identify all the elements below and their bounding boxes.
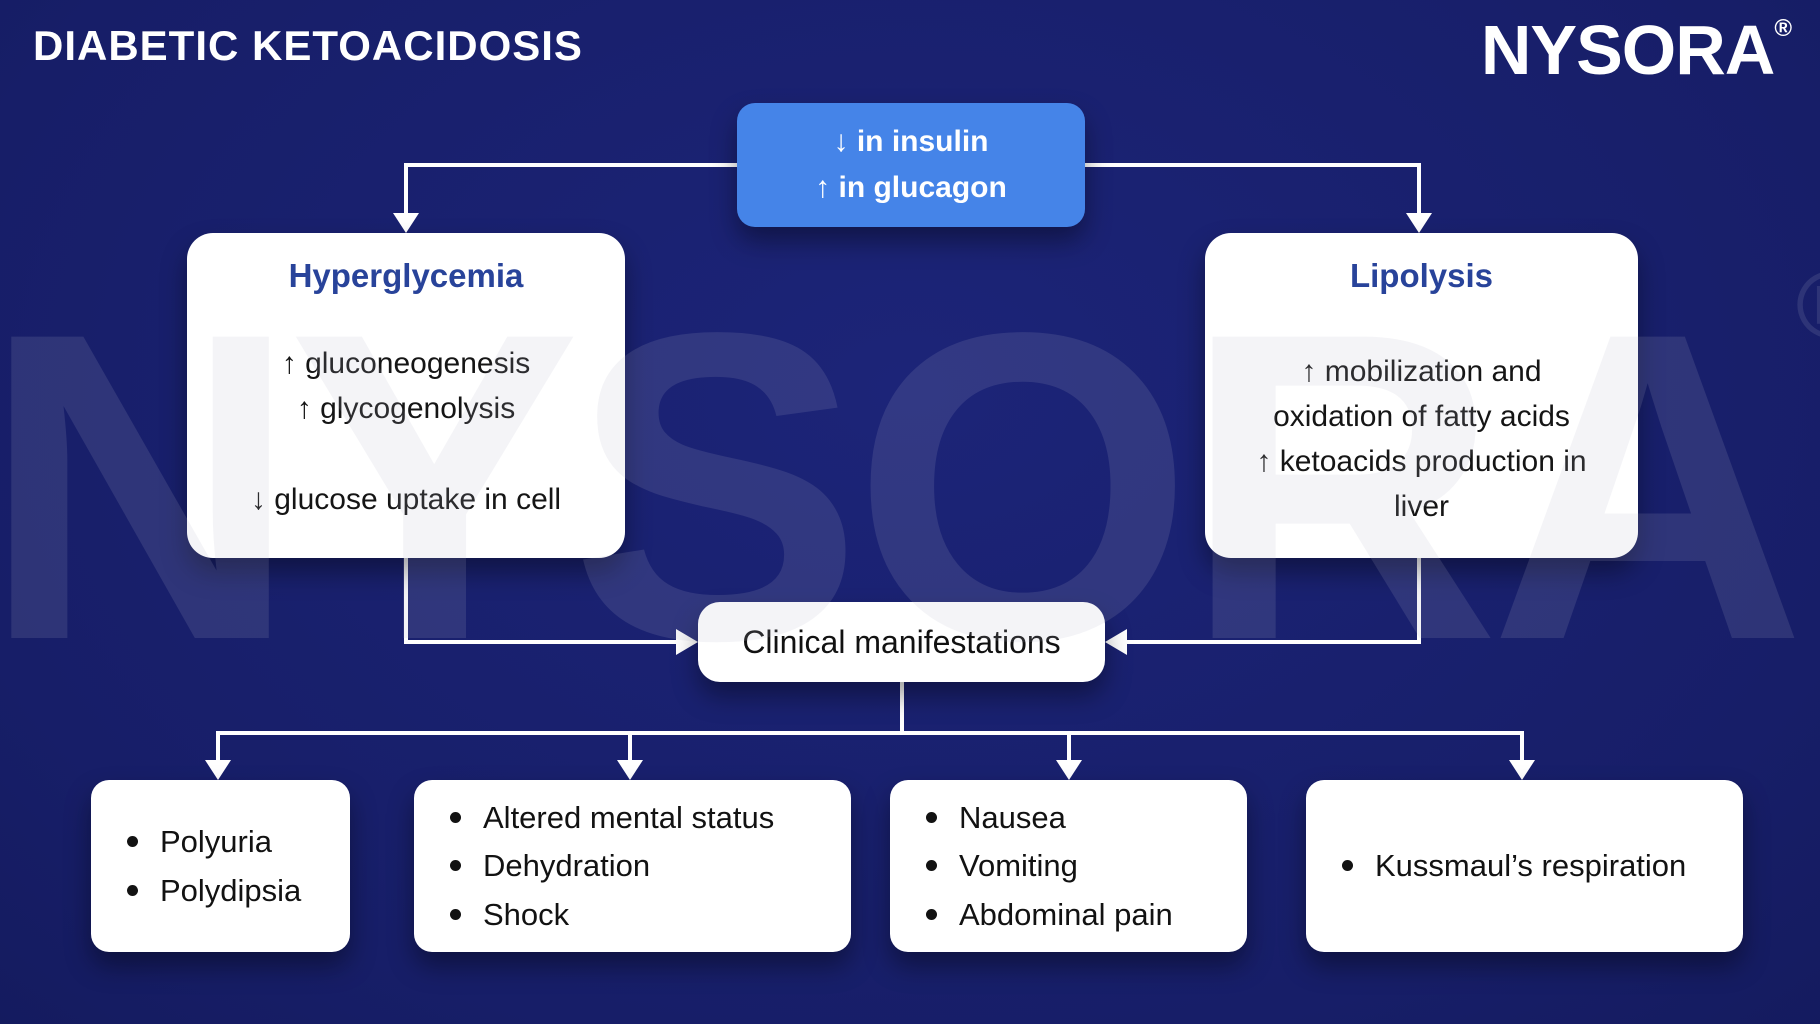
clinical-manifestations-box: Clinical manifestations	[698, 602, 1105, 682]
arrowhead-to-hyperglycemia-icon	[393, 213, 419, 233]
list-item: Abdominal pain	[926, 897, 1247, 933]
connector-hyperglycemia-to-clinical	[404, 640, 676, 644]
hyperglycemia-line-3: ↓ glucose uptake in cell	[250, 483, 562, 516]
hyperglycemia-body: ↑ gluconeogenesis ↑ glycogenolysis ↓ glu…	[251, 341, 561, 522]
page-title: DIABETIC KETOACIDOSIS	[33, 22, 583, 69]
root-cause-box: ↓ in insulin ↑ in glucagon	[737, 103, 1085, 227]
arrowhead-to-lipolysis-icon	[1406, 213, 1432, 233]
connector-lipolysis-down	[1417, 556, 1421, 644]
bullet-icon	[127, 836, 138, 848]
distribution-rail	[216, 731, 1524, 735]
bullet-icon	[926, 811, 937, 823]
nysora-logo: NYSORA®	[1481, 10, 1792, 90]
root-cause-line-2: ↑ in glucagon	[815, 171, 1007, 204]
bullet-icon	[926, 860, 937, 872]
root-cause-line-1: ↓ in insulin	[833, 124, 989, 158]
symptom-label: Polyuria	[160, 823, 272, 859]
branch-drop-3	[1067, 731, 1071, 762]
list-item: Dehydration	[450, 848, 851, 884]
symptom-label: Nausea	[959, 799, 1066, 835]
clinical-manifestations-label: Clinical manifestations	[742, 623, 1061, 660]
bullet-icon	[127, 884, 138, 896]
hyperglycemia-line-1: ↑ gluconeogenesis	[281, 347, 531, 380]
symptom-label: Altered mental status	[483, 799, 775, 835]
arrowhead-branch-2-icon	[617, 760, 643, 780]
symptom-label: Polydipsia	[160, 872, 302, 908]
arrowhead-into-clinical-left-icon	[676, 629, 698, 655]
list-item: Kussmaul’s respiration	[1342, 848, 1743, 884]
bullet-icon	[450, 860, 461, 872]
connector-root-to-lipolysis-horizontal	[1085, 163, 1421, 167]
hyperglycemia-box: Hyperglycemia ↑ gluconeogenesis ↑ glycog…	[187, 233, 625, 558]
connector-hyperglycemia-down	[404, 558, 408, 644]
arrowhead-into-clinical-right-icon	[1105, 629, 1127, 655]
symptom-label: Kussmaul’s respiration	[1375, 848, 1687, 884]
list-item: Shock	[450, 897, 851, 933]
list-item: Polyuria	[127, 824, 350, 860]
connector-root-to-lipolysis-vertical	[1417, 163, 1421, 215]
branch-drop-2	[628, 731, 632, 762]
arrowhead-branch-3-icon	[1056, 760, 1082, 780]
bullet-icon	[1342, 860, 1353, 872]
symptom-label: Vomiting	[959, 848, 1078, 884]
symptom-box-gastrointestinal: Nausea Vomiting Abdominal pain	[890, 780, 1247, 952]
connector-root-to-hyperglycemia-horizontal	[404, 163, 737, 167]
bullet-icon	[450, 811, 461, 823]
list-item: Polydipsia	[127, 873, 350, 909]
watermark-registered-icon: ®	[1796, 252, 1820, 359]
nysora-logo-text: NYSORA	[1480, 11, 1775, 89]
connector-lipolysis-to-clinical	[1127, 640, 1421, 644]
connector-clinical-down	[900, 682, 904, 735]
lipolysis-line-2: ↑ ketoacids production in liver	[1256, 445, 1587, 523]
symptom-label: Shock	[483, 896, 570, 932]
branch-drop-1	[216, 731, 220, 762]
arrowhead-branch-4-icon	[1509, 760, 1535, 780]
lipolysis-box: Lipolysis ↑ mobilization and oxidation o…	[1205, 233, 1638, 558]
symptom-label: Dehydration	[483, 848, 651, 884]
lipolysis-title: Lipolysis	[1349, 257, 1494, 294]
hyperglycemia-line-2: ↑ glycogenolysis	[296, 392, 516, 425]
connector-root-to-hyperglycemia-vertical	[404, 163, 408, 215]
list-item: Altered mental status	[450, 800, 851, 836]
list-item: Nausea	[926, 800, 1247, 836]
lipolysis-body: ↑ mobilization and oxidation of fatty ac…	[1205, 349, 1638, 529]
symptom-label: Abdominal pain	[959, 896, 1173, 932]
registered-trademark-icon: ®	[1774, 15, 1792, 42]
lipolysis-line-1: ↑ mobilization and oxidation of fatty ac…	[1273, 355, 1570, 433]
bullet-icon	[926, 909, 937, 921]
hyperglycemia-title: Hyperglycemia	[288, 257, 524, 294]
bullet-icon	[450, 909, 461, 921]
list-item: Vomiting	[926, 848, 1247, 884]
symptom-box-mental-status: Altered mental status Dehydration Shock	[414, 780, 851, 952]
branch-drop-4	[1520, 731, 1524, 762]
arrowhead-branch-1-icon	[205, 760, 231, 780]
symptom-box-polyuria: Polyuria Polydipsia	[91, 780, 350, 952]
symptom-box-respiration: Kussmaul’s respiration	[1306, 780, 1743, 952]
